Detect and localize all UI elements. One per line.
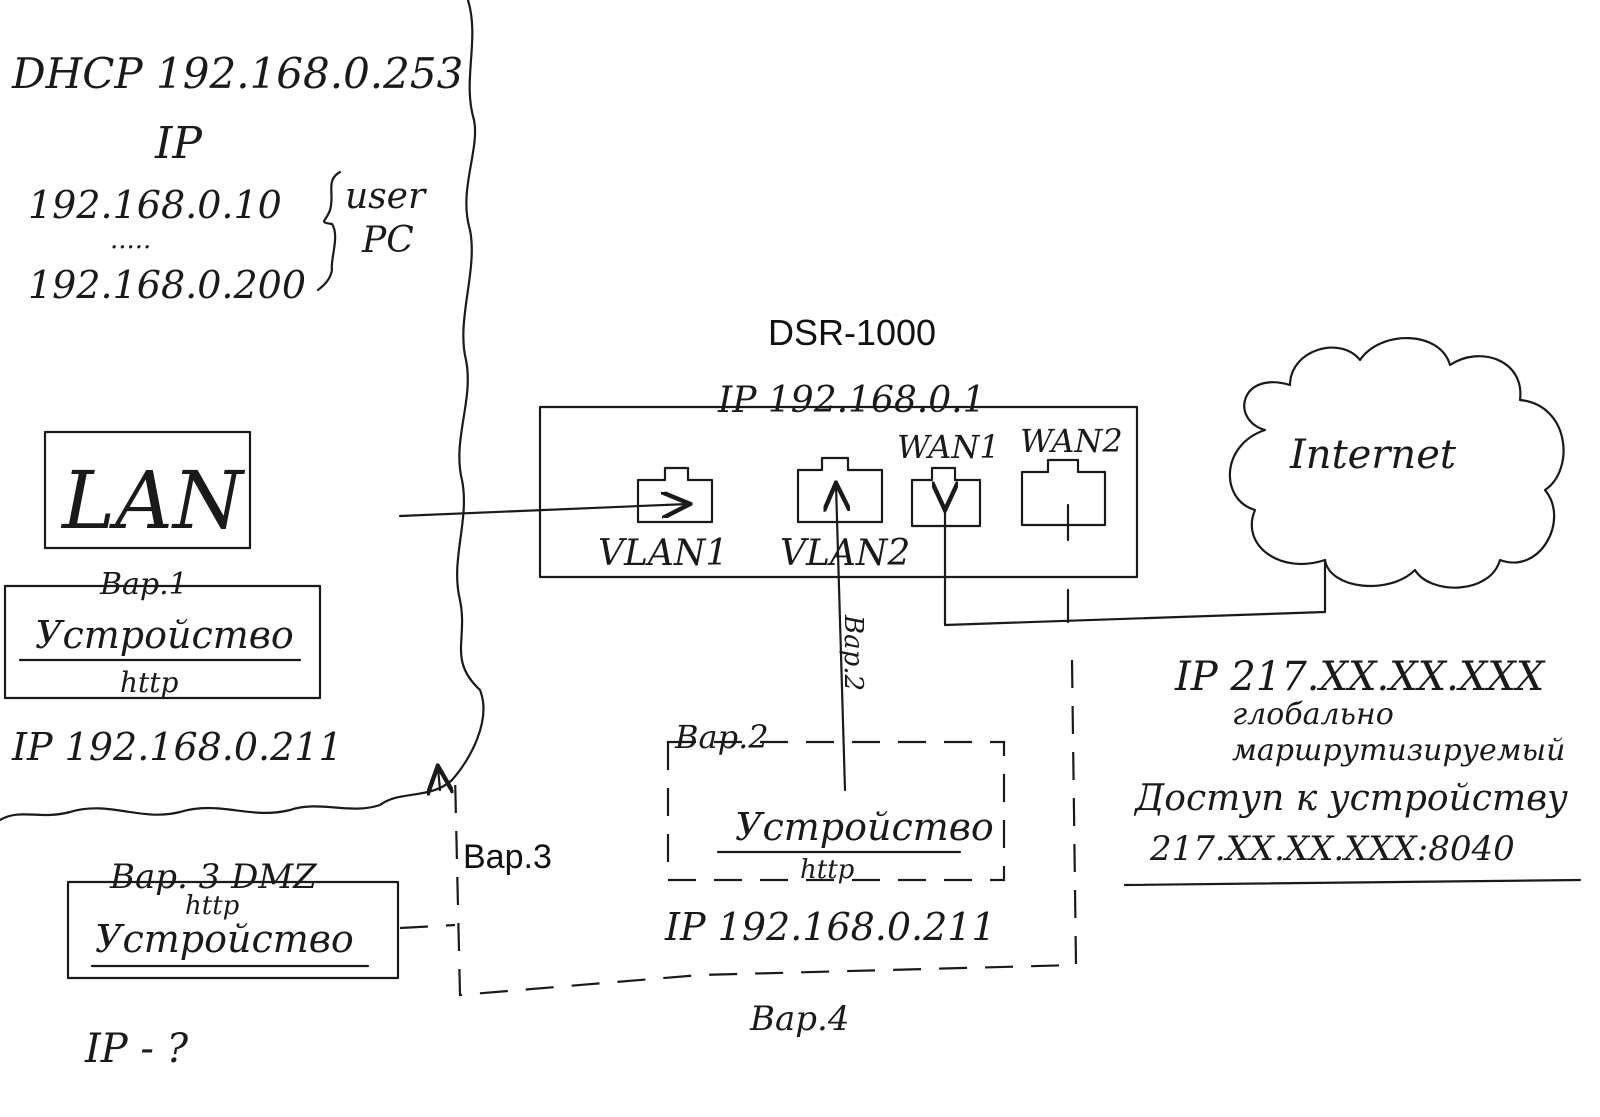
vlan2-port-icon [796, 456, 884, 524]
lan-to-vlan1-arrow [398, 504, 688, 516]
var2-device-box [666, 740, 1006, 882]
dhcp-label: DHCP 192.168.0.253 [11, 49, 463, 98]
wan2-label: WAN2 [1020, 422, 1123, 460]
var3-ip: IP - ? [84, 1026, 189, 1072]
router-ip: IP 192.168.0.1 [717, 380, 985, 421]
wan1-link [945, 508, 1327, 627]
pc-label: PC [361, 220, 414, 261]
dmz-link [399, 923, 456, 930]
ip-range-end: 192.168.0.200 [28, 263, 306, 307]
wan2-port-icon [1020, 458, 1107, 527]
var3-arrow [438, 768, 440, 790]
var2-protocol: http [800, 855, 855, 885]
vlan2-label: VLAN2 [780, 533, 910, 574]
var1-device-box [3, 584, 322, 700]
var1-label: Вар.1 [99, 567, 188, 602]
ip-range-start: 192.168.0.10 [28, 183, 282, 227]
router-model: DSR-1000 [768, 312, 936, 353]
var3-label: Вар. 3 DMZ [109, 857, 318, 897]
var2-label: Вар.2 [674, 718, 769, 756]
var1-device-label: Устройство [35, 613, 294, 657]
user-label: user [345, 176, 427, 217]
var3-device-box [66, 880, 400, 980]
public-ip: IP 217.XX.XX.XXX [1174, 654, 1546, 700]
wan1-label: WAN1 [897, 428, 1000, 466]
var3-protocol: http [185, 891, 240, 921]
var3-printed-label: Вар.3 [463, 838, 552, 876]
internet-label: Internet [1289, 432, 1457, 478]
underline [1123, 878, 1582, 887]
vlan1-label: VLAN1 [598, 533, 728, 574]
lan-cloud-boundary [0, 0, 485, 822]
access-address: 217.XX.XX.XXX:8040 [1149, 829, 1515, 869]
ip-heading: IP [154, 118, 203, 169]
var3-device-label: Устройство [95, 917, 354, 961]
var2-ip: IP 192.168.0.211 [664, 905, 996, 949]
global-note-2: маршрутизируемый [1232, 733, 1565, 768]
internet-cloud [1228, 337, 1565, 589]
vlan1-port-icon [636, 466, 714, 524]
var1-ip: IP 192.168.0.211 [11, 725, 343, 769]
var4-dashed-path [453, 659, 1078, 997]
var2-arrow-label: Вар.2 [838, 614, 868, 691]
var2-device-label: Устройство [735, 805, 994, 849]
var4-label: Вар.4 [749, 999, 849, 1039]
ip-range-dots: ..... [110, 225, 151, 255]
lan-box [43, 430, 252, 550]
lan-label: LAN [60, 454, 246, 547]
wan1-port-icon [910, 466, 982, 528]
access-label: Доступ к устройству [1133, 778, 1568, 819]
var2-arrow [836, 485, 845, 792]
global-note-1: глобально [1232, 697, 1394, 732]
brace [316, 170, 342, 292]
var1-protocol: http [120, 666, 179, 699]
